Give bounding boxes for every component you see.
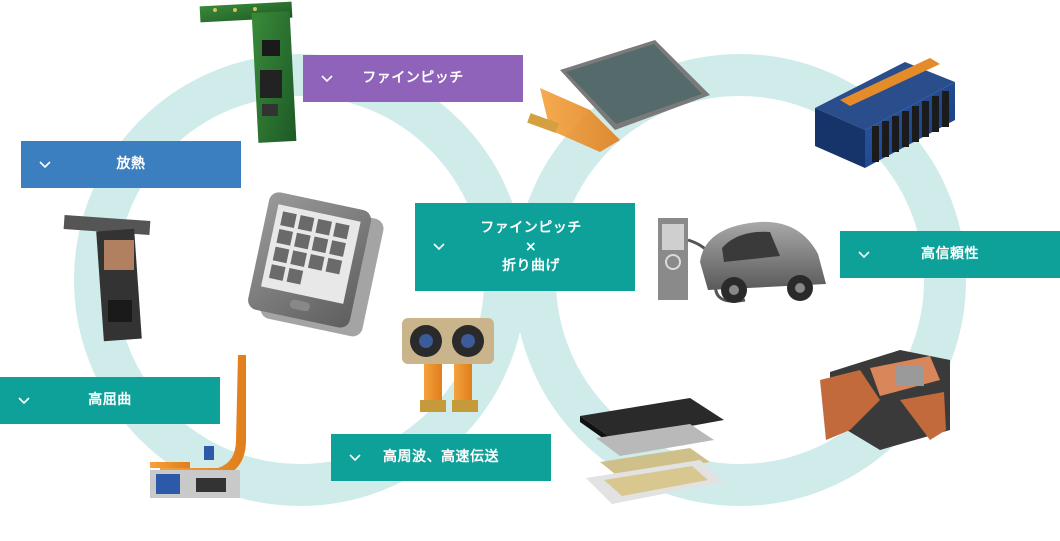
chevron-down-icon <box>858 250 870 258</box>
camera-module-image <box>402 318 494 412</box>
chevron-down-icon <box>349 453 361 461</box>
battery-pack-image <box>815 58 955 168</box>
display-panel-image <box>527 40 710 152</box>
center-label-line2: × <box>524 238 538 255</box>
center-label-line1: ファインピッチ <box>480 219 582 236</box>
high-frequency-button[interactable]: 高周波、高速伝送 <box>331 434 551 481</box>
center-label-line3: 折り曲げ <box>502 257 560 274</box>
exploded-module-image <box>580 398 724 504</box>
heat-dissipation-button[interactable]: 放熱 <box>21 141 241 188</box>
fine-pitch-bending-button[interactable]: ファインピッチ × 折り曲げ <box>415 203 635 291</box>
ev-car-image <box>658 218 826 303</box>
high-reliability-button[interactable]: 高信頼性 <box>840 231 1060 278</box>
heat-dissipation-label: 放熱 <box>116 156 146 172</box>
chevron-down-icon <box>321 74 333 82</box>
flex-pcb-image <box>63 215 151 342</box>
high-reliability-label: 高信頼性 <box>921 246 979 262</box>
chevron-down-icon <box>18 396 30 404</box>
flexible-circuit-image <box>150 355 246 498</box>
fine-pitch-bending-label: ファインピッチ × 折り曲げ <box>415 219 635 276</box>
high-flex-button[interactable]: 高屈曲 <box>0 377 220 424</box>
fine-pitch-label: ファインピッチ <box>362 70 464 86</box>
pcb-board-image <box>199 1 297 143</box>
chevron-down-icon <box>433 243 445 251</box>
high-flex-label: 高屈曲 <box>88 392 132 408</box>
chevron-down-icon <box>39 160 51 168</box>
busbar-assembly-image <box>820 350 950 450</box>
high-frequency-label: 高周波、高速伝送 <box>383 449 499 465</box>
fine-pitch-button[interactable]: ファインピッチ <box>303 55 523 102</box>
smartphone-image <box>248 192 384 337</box>
